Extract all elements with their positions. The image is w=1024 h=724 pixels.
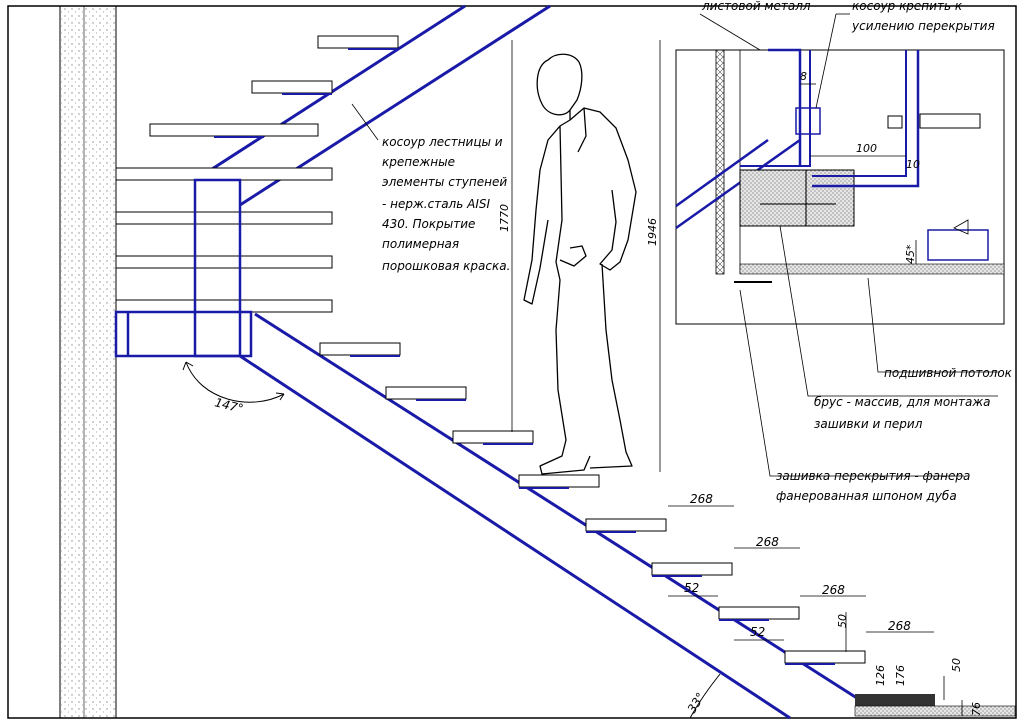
- angle-147-label: 147°: [213, 395, 244, 416]
- ceiling-label: подшивной потолок: [884, 366, 1013, 380]
- svg-text:полимерная: полимерная: [382, 237, 459, 251]
- floor-slab: [854, 694, 1016, 717]
- height-dimensions: [511, 40, 661, 472]
- sheet-metal-label: листовой металл: [701, 0, 811, 13]
- dim-tread-2: 268: [756, 535, 779, 549]
- svg-text:- нерж.сталь AISI: - нерж.сталь AISI: [382, 197, 490, 211]
- floor-cover-label-1: зашивка перекрытия - фанера: [776, 469, 970, 483]
- svg-text:элементы ступеней: элементы ступеней: [382, 175, 507, 189]
- landing-post: [114, 178, 253, 358]
- upper-tread-plates: [214, 48, 398, 138]
- svg-text:порошковая краска.: порошковая краска.: [382, 259, 510, 273]
- sheet-frame: [7, 5, 1017, 719]
- dim-person-height: 1770: [498, 204, 511, 232]
- angle-33-label: 33°: [685, 690, 708, 715]
- beam-label-2: зашивки и перил: [814, 417, 923, 431]
- angle-147-arc: [182, 361, 285, 403]
- dim-riser-2: 50: [950, 658, 963, 672]
- detail-view: [675, 48, 1005, 325]
- dim-nosing-1: 52: [684, 581, 699, 595]
- dim-tread-1: 268: [690, 492, 713, 506]
- anchor-label-1: косоур крепить к: [852, 0, 963, 13]
- angle-33-arc: [689, 673, 721, 719]
- dim-clear-height: 1946: [646, 218, 659, 246]
- dim-76: 76: [970, 702, 983, 716]
- dim-detail-10: 10: [906, 158, 920, 171]
- svg-text:430. Покрытие: 430. Покрытие: [382, 217, 475, 231]
- wall: [59, 6, 117, 718]
- svg-text:косоур лестницы и: косоур лестницы и: [382, 135, 503, 149]
- dim-riser-1: 50: [836, 614, 849, 628]
- dim-detail-45: 45*: [904, 244, 917, 264]
- lower-treads: [319, 342, 866, 664]
- lower-leaders: [739, 225, 1000, 477]
- dim-detail-8: 8: [800, 70, 807, 83]
- tread-dim-lines: [668, 505, 963, 716]
- lower-tread-plates: [350, 355, 835, 665]
- dim-126: 126: [874, 665, 887, 686]
- dim-176: 176: [894, 665, 907, 686]
- svg-text:крепежные: крепежные: [382, 155, 455, 169]
- stringer-callout: косоур лестницы и крепежные элементы сту…: [382, 135, 510, 273]
- dim-tread-3: 268: [822, 583, 845, 597]
- floor-cover-label-2: фанерованная шпоном дуба: [776, 489, 957, 503]
- lower-stringer: [239, 312, 861, 720]
- dim-tread-4: 268: [888, 619, 911, 633]
- dim-nosing-2: 52: [750, 625, 765, 639]
- top-leaders: [699, 13, 850, 109]
- beam-label-1: брус - массив, для монтажа: [814, 395, 991, 409]
- person-figure: [523, 53, 637, 475]
- upper-treads: [115, 35, 399, 313]
- stringer-leader: [351, 103, 379, 141]
- anchor-label-2: усилению перекрытия: [851, 19, 995, 33]
- dim-detail-100: 100: [856, 142, 877, 155]
